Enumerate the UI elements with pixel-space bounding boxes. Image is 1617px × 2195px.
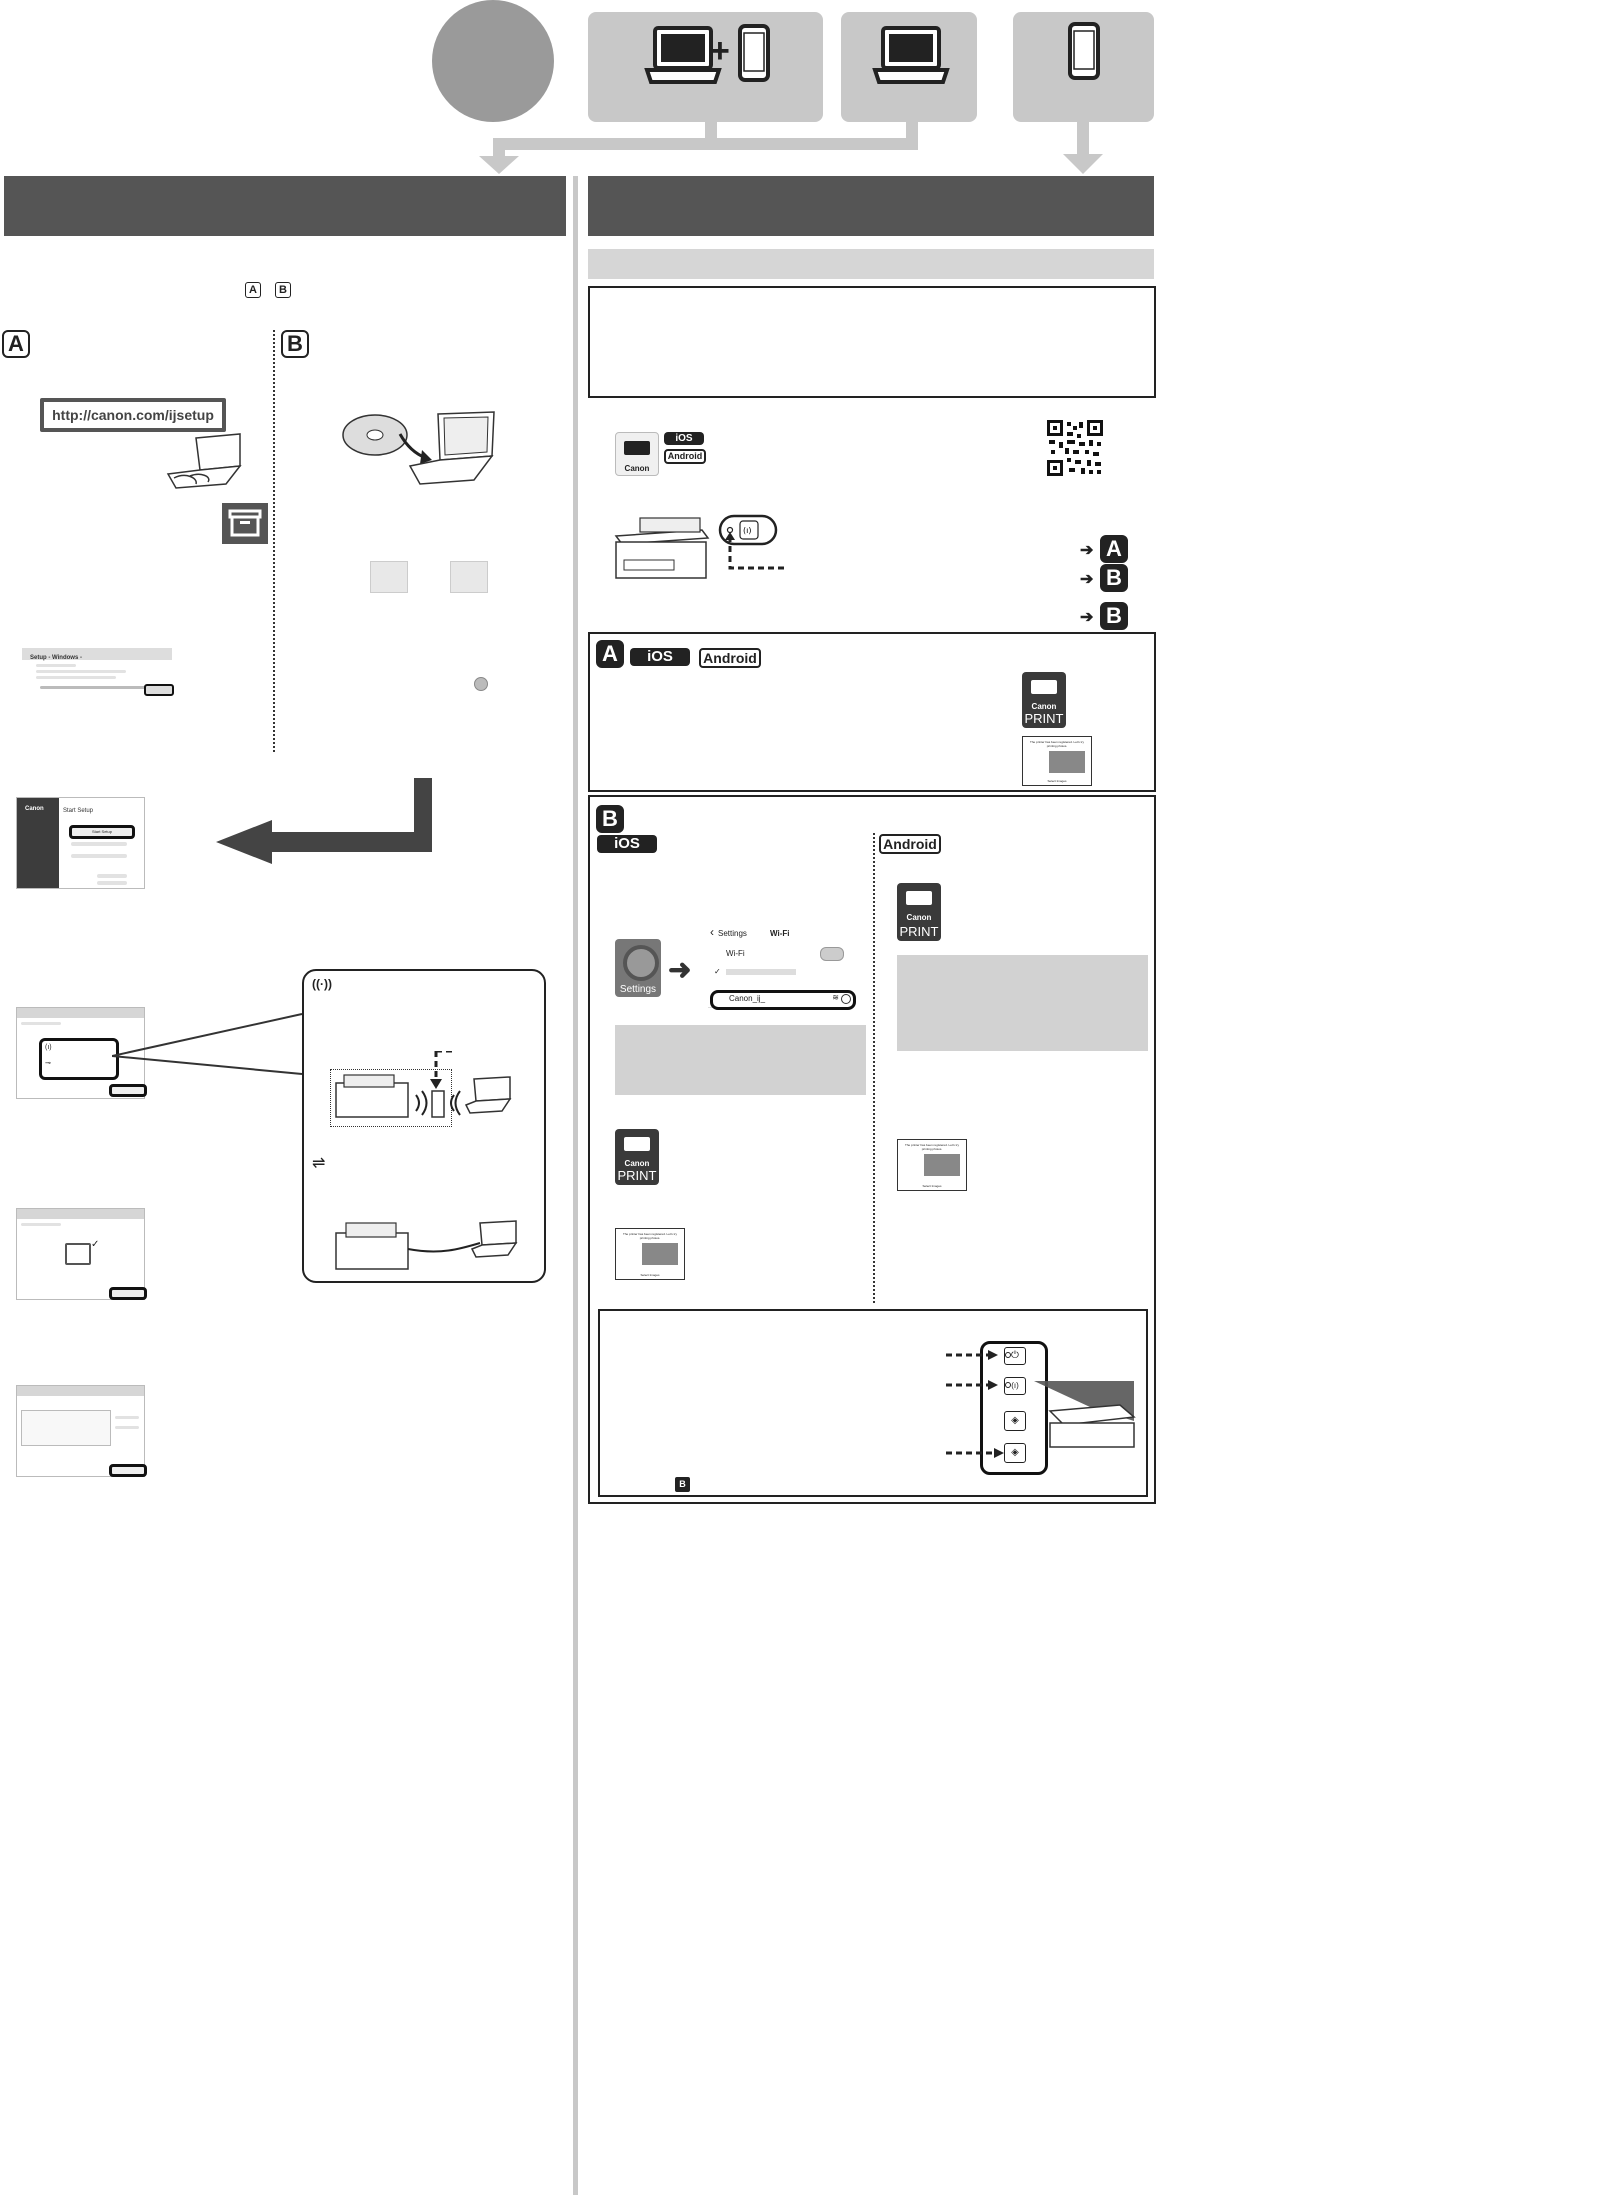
wifi-icon: ((·)) xyxy=(312,977,332,991)
gear-icon xyxy=(623,945,659,981)
ios-tag: iOS xyxy=(664,432,704,445)
frame-a-letter: A xyxy=(596,640,624,668)
canon-logo-text: Canon xyxy=(1022,702,1066,711)
control-panel-arrows xyxy=(944,1341,1024,1501)
ios-android-divider xyxy=(873,833,875,1303)
print-label: PRINT xyxy=(1022,711,1066,726)
next-button[interactable] xyxy=(109,1464,147,1477)
laptop-icon xyxy=(408,410,498,485)
big-left-arrow xyxy=(214,776,444,866)
wifi-toggle[interactable] xyxy=(820,947,844,961)
usb-icon: ⊸ xyxy=(45,1059,51,1067)
printer-folder-icon-2 xyxy=(450,561,488,593)
printer-usb-diagram xyxy=(330,1209,530,1289)
next-button[interactable] xyxy=(109,1287,147,1300)
goto-letter-b-2[interactable]: B xyxy=(1100,602,1128,630)
frame-b: B iOS Android Settings ➜ ‹ Settings Wi-F… xyxy=(588,795,1156,1504)
callout-pointer xyxy=(112,1012,312,1102)
canon-print-app-icon[interactable]: Canon PRINT xyxy=(897,883,941,941)
android-note-box xyxy=(897,955,1148,1051)
printer-wifi-lamp-illustration: (ı) xyxy=(612,510,812,590)
info-icon[interactable] xyxy=(841,994,851,1004)
registered-thumbnail: The printer has been registered. Let's t… xyxy=(897,1139,967,1191)
goto-letter-a[interactable]: A xyxy=(1100,535,1128,563)
start-setup-title: Start Setup xyxy=(63,808,93,814)
wifi-row-label: Wi-Fi xyxy=(726,949,745,958)
frame-a: A iOS Android Canon PRINT The printer ha… xyxy=(588,632,1156,792)
print-label: PRINT xyxy=(897,924,941,939)
canon-print-app-icon[interactable]: Canon xyxy=(615,432,659,476)
canon-logo-text: Canon xyxy=(897,913,941,922)
registered-thumbnail: The printer has been registered. Let's t… xyxy=(1022,736,1092,786)
canon-print-app-icon[interactable]: Canon PRINT xyxy=(1022,672,1066,728)
printer-illustration xyxy=(1030,1351,1140,1451)
center-divider xyxy=(573,176,578,2195)
reset-inner-frame: B ⏻ (ı) ◈ ◈ xyxy=(598,1309,1148,1497)
svg-text:(ı): (ı) xyxy=(743,526,751,535)
setup-windows-screenshot: Setup - Windows - xyxy=(18,646,181,698)
printer-wireless-diagram xyxy=(330,1051,530,1131)
inline-letter-a: A xyxy=(245,282,261,298)
ios-note-box xyxy=(615,1025,866,1095)
wifi-back-label[interactable]: Settings xyxy=(718,929,747,938)
software-list-screenshot xyxy=(16,1385,145,1477)
start-setup-button[interactable]: Start Setup xyxy=(69,825,135,839)
connection-method-callout: ((·)) ⇌ xyxy=(302,969,546,1283)
right-header-panel xyxy=(588,176,1154,236)
settings-app-icon[interactable]: Settings xyxy=(615,939,661,997)
print-label: PRINT xyxy=(615,1168,659,1183)
url-label[interactable]: http://canon.com/ijsetup xyxy=(44,402,222,428)
check-icon: ✓ xyxy=(91,1239,99,1250)
arrow-to-a: ➔ xyxy=(1080,540,1093,560)
check-icon: ✓ xyxy=(714,967,721,976)
box-icon xyxy=(222,503,268,544)
laptop-typing-illustration xyxy=(166,432,246,492)
back-chevron-icon[interactable]: ‹ xyxy=(710,925,714,939)
connector-arrows xyxy=(0,0,1617,180)
url-callout: http://canon.com/ijsetup xyxy=(40,398,226,432)
canon-brand: Canon xyxy=(25,806,44,812)
right-arrow-icon: ➜ xyxy=(668,953,691,986)
frame-b-android-tag: Android xyxy=(879,834,941,854)
canon-logo-text: Canon xyxy=(616,464,658,473)
qr-code xyxy=(1047,420,1103,476)
goto-letter-b[interactable]: B xyxy=(1100,564,1128,592)
wifi-signal-icon: ≋ xyxy=(832,993,839,1002)
right-info-box xyxy=(588,286,1156,398)
registered-thumbnail: The printer has been registered. Let's t… xyxy=(615,1228,685,1280)
canon-network-row[interactable]: Canon_ij_ ≋ xyxy=(710,990,856,1010)
section-letter-a: A xyxy=(2,330,30,358)
frame-a-android-tag: Android xyxy=(699,648,761,668)
ab-divider xyxy=(273,330,275,752)
left-header-panel xyxy=(4,176,566,236)
canon-print-app-icon[interactable]: Canon PRINT xyxy=(615,1129,659,1185)
settings-label: Settings xyxy=(615,984,661,995)
canon-network-label: Canon_ij_ xyxy=(729,994,765,1003)
magnifier-icon xyxy=(474,677,488,691)
canon-logo-text: Canon xyxy=(615,1159,659,1168)
frame-b-ios-tag: iOS xyxy=(597,835,657,853)
android-tag: Android xyxy=(664,449,706,464)
blurred-network xyxy=(726,969,796,975)
frame-a-ios-tag: iOS xyxy=(630,648,690,666)
printer-folder-icon-1 xyxy=(370,561,408,593)
inline-letter-b: B xyxy=(275,282,291,298)
setup-windows-title: Setup - Windows - xyxy=(30,655,82,661)
arrow-to-b: ➔ xyxy=(1080,569,1093,589)
section-letter-b: B xyxy=(281,330,309,358)
wifi-screen-title: Wi-Fi xyxy=(770,929,789,938)
start-setup-screenshot: Canon Start Setup Start Setup xyxy=(16,797,145,889)
setup-complete-screenshot: ✓ xyxy=(16,1208,145,1300)
inline-letter-b: B xyxy=(675,1477,690,1492)
printer-check-icon xyxy=(65,1243,91,1265)
usb-icon: ⇌ xyxy=(312,1153,325,1173)
download-button[interactable] xyxy=(144,684,174,696)
arrow-to-b-2: ➔ xyxy=(1080,607,1093,627)
right-subheader-bar xyxy=(588,249,1154,279)
wifi-icon: (ı) xyxy=(45,1044,52,1051)
frame-b-letter: B xyxy=(596,805,624,833)
